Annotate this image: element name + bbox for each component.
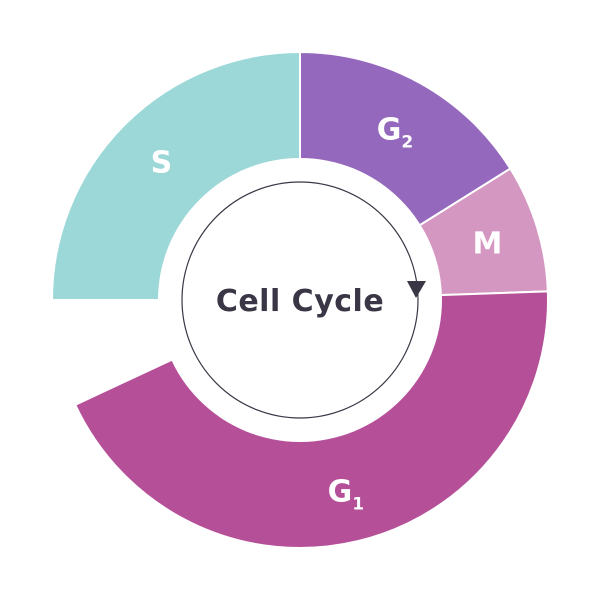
phase-label-g1: G1	[328, 475, 364, 515]
phase-label-m: M	[472, 227, 502, 262]
phase-label-main-m: M	[472, 227, 502, 262]
cycle-arrow-icon	[407, 281, 426, 298]
phase-label-s: S	[151, 145, 173, 180]
phase-label-main-g2: G	[377, 113, 402, 148]
phase-label-main-g1: G	[328, 475, 353, 510]
phase-label-g2: G2	[377, 113, 413, 153]
center-title: Cell Cycle	[216, 284, 384, 319]
phase-label-sub-g1: 1	[352, 495, 364, 515]
phase-label-main-s: S	[151, 145, 173, 180]
phase-label-sub-g2: 2	[401, 133, 413, 153]
center-circle-outline	[181, 181, 419, 419]
